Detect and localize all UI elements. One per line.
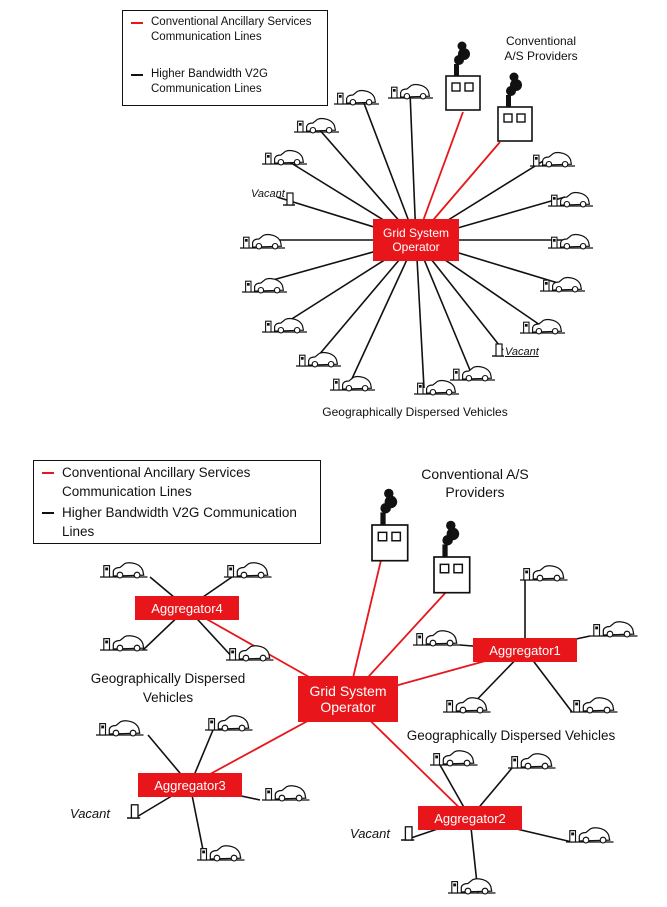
vacant-slot-icon xyxy=(492,343,504,357)
car-icon xyxy=(296,351,342,368)
black-line-swatch xyxy=(131,74,143,76)
legend-label: Conventional Ancillary Services Communic… xyxy=(62,465,251,499)
car-icon xyxy=(508,753,556,770)
legend-item-conventional: Conventional Ancillary Services Communic… xyxy=(42,463,322,501)
providers-label: Conventional A/S Providers xyxy=(421,466,529,500)
car-icon xyxy=(443,697,491,714)
legend-label: Conventional Ancillary Services Communic… xyxy=(151,16,312,43)
car-icon xyxy=(96,720,144,737)
vacant-slot-icon xyxy=(283,192,295,206)
legend-label: Higher Bandwidth V2G Communication Lines xyxy=(151,68,268,95)
vacant-label: Vacant xyxy=(251,188,285,200)
car-icon xyxy=(262,149,308,166)
vacant-slot-icon xyxy=(127,804,141,819)
factory-icon xyxy=(371,488,409,562)
factory-icon xyxy=(433,520,471,594)
providers-label: Conventional A/S Providers xyxy=(504,34,578,63)
car-icon xyxy=(413,630,461,647)
car-icon xyxy=(226,645,274,662)
vacant-label: Vacant xyxy=(505,346,539,358)
conventional-link xyxy=(415,111,464,241)
v2g-link xyxy=(415,239,425,389)
car-icon xyxy=(242,277,288,294)
aggregator-4: Aggregator4 xyxy=(135,596,239,620)
car-icon xyxy=(548,191,594,208)
grid-system-operator: Grid System Operator xyxy=(373,219,459,261)
car-icon xyxy=(448,878,496,895)
v2g-link xyxy=(189,784,206,861)
black-line-swatch xyxy=(42,512,54,514)
car-icon xyxy=(566,827,614,844)
legend-item-v2g: Higher Bandwidth V2G Communication Lines xyxy=(42,503,322,541)
car-icon xyxy=(520,565,568,582)
car-icon xyxy=(262,317,308,334)
red-line-swatch xyxy=(131,22,143,24)
v2g-link xyxy=(349,239,417,384)
aggregator-3: Aggregator3 xyxy=(138,773,242,797)
car-icon xyxy=(240,233,286,250)
car-icon xyxy=(414,379,460,396)
car-icon xyxy=(294,117,340,134)
legend-item-conventional: Conventional Ancillary Services Communic… xyxy=(131,15,321,45)
car-icon xyxy=(330,375,376,392)
grid-system-operator: Grid System Operator xyxy=(298,676,398,722)
vacant-label: Vacant xyxy=(350,826,390,841)
car-icon xyxy=(197,845,245,862)
legend-label: Higher Bandwidth V2G Communication Lines xyxy=(62,505,297,539)
car-icon xyxy=(590,621,638,638)
car-icon xyxy=(334,89,380,106)
vacant-label: Vacant xyxy=(70,806,110,821)
red-line-swatch xyxy=(42,472,54,474)
legend-item-v2g: Higher Bandwidth V2G Communication Lines xyxy=(131,67,321,97)
factory-icon xyxy=(497,72,533,142)
vehicles-label: Geographically Dispersed Vehicles xyxy=(406,728,616,743)
legend-bottom: Conventional Ancillary Services Communic… xyxy=(33,460,321,544)
car-icon xyxy=(100,562,148,579)
conventional-link xyxy=(347,555,383,700)
car-icon xyxy=(450,365,496,382)
car-icon xyxy=(224,562,272,579)
car-icon xyxy=(570,697,618,714)
factory-icon xyxy=(445,41,481,111)
v2g-link xyxy=(361,97,417,241)
car-icon xyxy=(520,318,566,335)
legend-top: Conventional Ancillary Services Communic… xyxy=(122,10,328,106)
v2g-link xyxy=(409,91,417,241)
v2g-link xyxy=(415,239,473,376)
car-icon xyxy=(388,83,434,100)
vehicles-label: Geographically Dispersed Vehicles xyxy=(322,405,508,419)
aggregator-2: Aggregator2 xyxy=(418,806,522,830)
car-icon xyxy=(262,785,310,802)
car-icon xyxy=(100,635,148,652)
car-icon xyxy=(548,233,594,250)
aggregator-1: Aggregator1 xyxy=(473,638,577,662)
vehicles-label: Geographically Dispersed Vehicles xyxy=(90,671,246,705)
vacant-slot-icon xyxy=(401,826,415,841)
car-icon xyxy=(205,715,253,732)
car-icon xyxy=(540,276,586,293)
car-icon xyxy=(530,151,576,168)
car-icon xyxy=(430,750,478,767)
